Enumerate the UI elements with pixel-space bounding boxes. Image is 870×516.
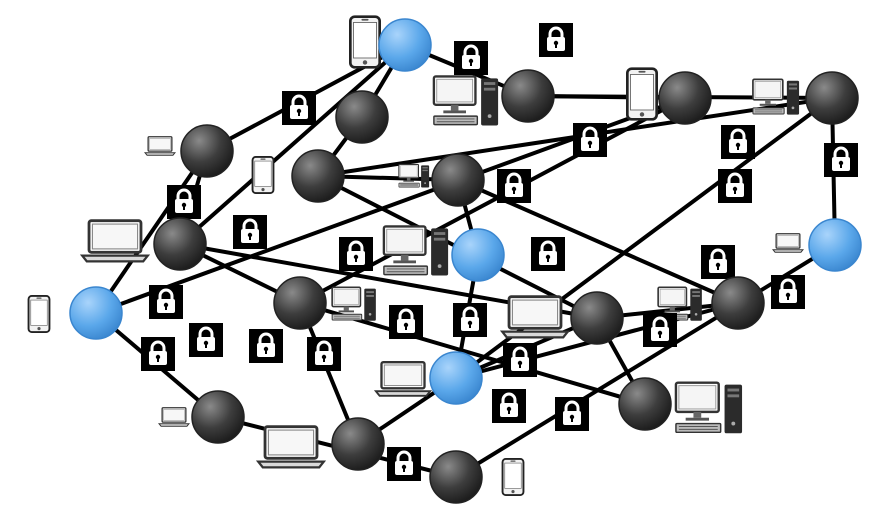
relay-node xyxy=(618,377,672,431)
padlock-icon xyxy=(539,23,573,57)
laptop-icon xyxy=(256,424,326,470)
relay-node xyxy=(153,217,207,271)
desktop-computer-icon xyxy=(674,381,744,435)
padlock-icon xyxy=(701,245,735,279)
access-node xyxy=(69,286,123,340)
padlock-icon xyxy=(573,123,607,157)
padlock-icon xyxy=(721,125,755,159)
laptop-icon xyxy=(374,360,432,398)
padlock-icon xyxy=(189,323,223,357)
relay-node xyxy=(711,276,765,330)
relay-node xyxy=(273,276,327,330)
padlock-icon xyxy=(643,313,677,347)
relay-node xyxy=(431,153,485,207)
desktop-computer-icon xyxy=(751,78,801,116)
relay-node xyxy=(501,69,555,123)
relay-node xyxy=(570,291,624,345)
desktop-computer-icon xyxy=(382,225,450,277)
nodes-layer xyxy=(69,18,862,504)
padlock-icon xyxy=(141,337,175,371)
phone-icon xyxy=(503,459,524,495)
laptop-icon xyxy=(144,134,176,158)
padlock-icon xyxy=(387,447,421,481)
laptop-icon xyxy=(80,218,150,264)
relay-node xyxy=(805,71,859,125)
padlock-icon xyxy=(339,237,373,271)
connection-line xyxy=(178,43,407,246)
padlock-icon xyxy=(503,343,537,377)
padlock-icon xyxy=(771,275,805,309)
laptop-icon xyxy=(158,405,190,429)
padlock-icon xyxy=(718,169,752,203)
relay-node xyxy=(335,90,389,144)
padlock-icon xyxy=(389,305,423,339)
padlock-icon xyxy=(167,185,201,219)
access-node xyxy=(451,228,505,282)
padlock-icon xyxy=(233,215,267,249)
laptop-icon xyxy=(500,294,570,340)
phone-icon xyxy=(349,15,381,69)
relay-node xyxy=(658,71,712,125)
desktop-computer-icon xyxy=(331,286,377,322)
relay-node xyxy=(429,450,483,504)
relay-node xyxy=(180,124,234,178)
padlock-icon xyxy=(249,329,283,363)
phone-icon xyxy=(626,67,658,121)
relay-node xyxy=(291,149,345,203)
desktop-computer-icon xyxy=(398,163,430,189)
padlock-icon xyxy=(282,91,316,125)
padlock-icon xyxy=(531,237,565,271)
padlock-icon xyxy=(555,397,589,431)
padlock-icon xyxy=(453,303,487,337)
access-node xyxy=(429,351,483,405)
padlock-icon xyxy=(307,337,341,371)
access-node xyxy=(808,218,862,272)
laptop-icon xyxy=(772,231,804,255)
access-node xyxy=(378,18,432,72)
padlock-icon xyxy=(824,143,858,177)
desktop-computer-icon xyxy=(432,75,500,127)
padlock-icon xyxy=(454,41,488,75)
connection-line xyxy=(94,149,209,315)
padlock-icon xyxy=(497,169,531,203)
padlock-icon xyxy=(149,285,183,319)
padlock-icon xyxy=(492,389,526,423)
phone-icon xyxy=(29,296,50,332)
relay-node xyxy=(331,417,385,471)
phone-icon xyxy=(253,157,274,193)
relay-node xyxy=(191,390,245,444)
